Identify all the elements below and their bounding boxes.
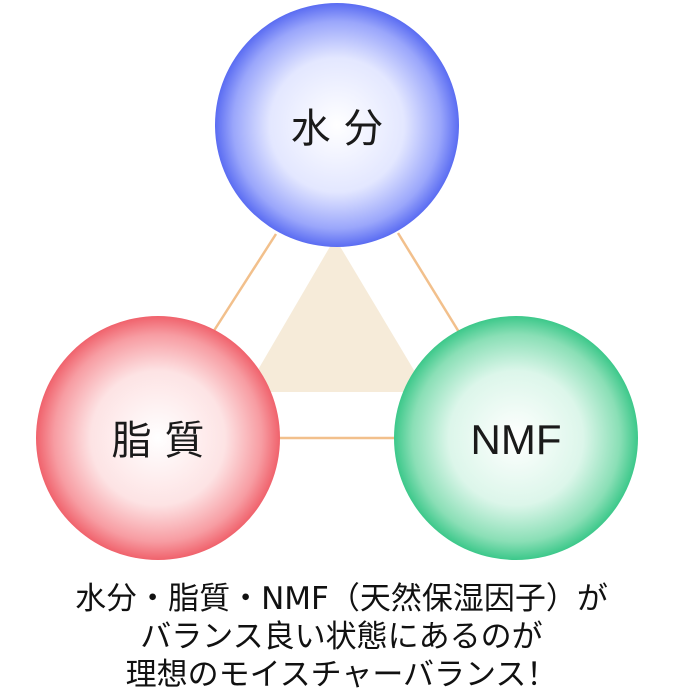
node-lipid: 脂 質 — [36, 316, 280, 560]
caption-line-3: 理想のモイスチャーバランス！ — [125, 657, 558, 693]
water-circle — [215, 3, 459, 247]
caption: 水分・脂質・NMF（天然保湿因子）が バランス良い状態にあるのが 理想のモイスチ… — [0, 580, 683, 694]
nmf-circle — [394, 316, 638, 560]
node-nmf: NMF — [394, 316, 638, 560]
connector-water-lipid — [206, 233, 278, 341]
caption-line-2: バランス良い状態にあるのが — [140, 619, 543, 655]
center-triangle — [245, 238, 427, 392]
connector-lines — [206, 232, 464, 440]
nmf-label: NMF — [471, 416, 562, 463]
connector-water-nmf — [396, 232, 464, 338]
caption-line-1: 水分・脂質・NMF（天然保湿因子）が — [75, 581, 608, 617]
water-label: 水 分 — [291, 106, 384, 152]
lipid-circle — [36, 316, 280, 560]
lipid-label: 脂 質 — [112, 418, 205, 464]
node-water: 水 分 — [215, 3, 459, 247]
